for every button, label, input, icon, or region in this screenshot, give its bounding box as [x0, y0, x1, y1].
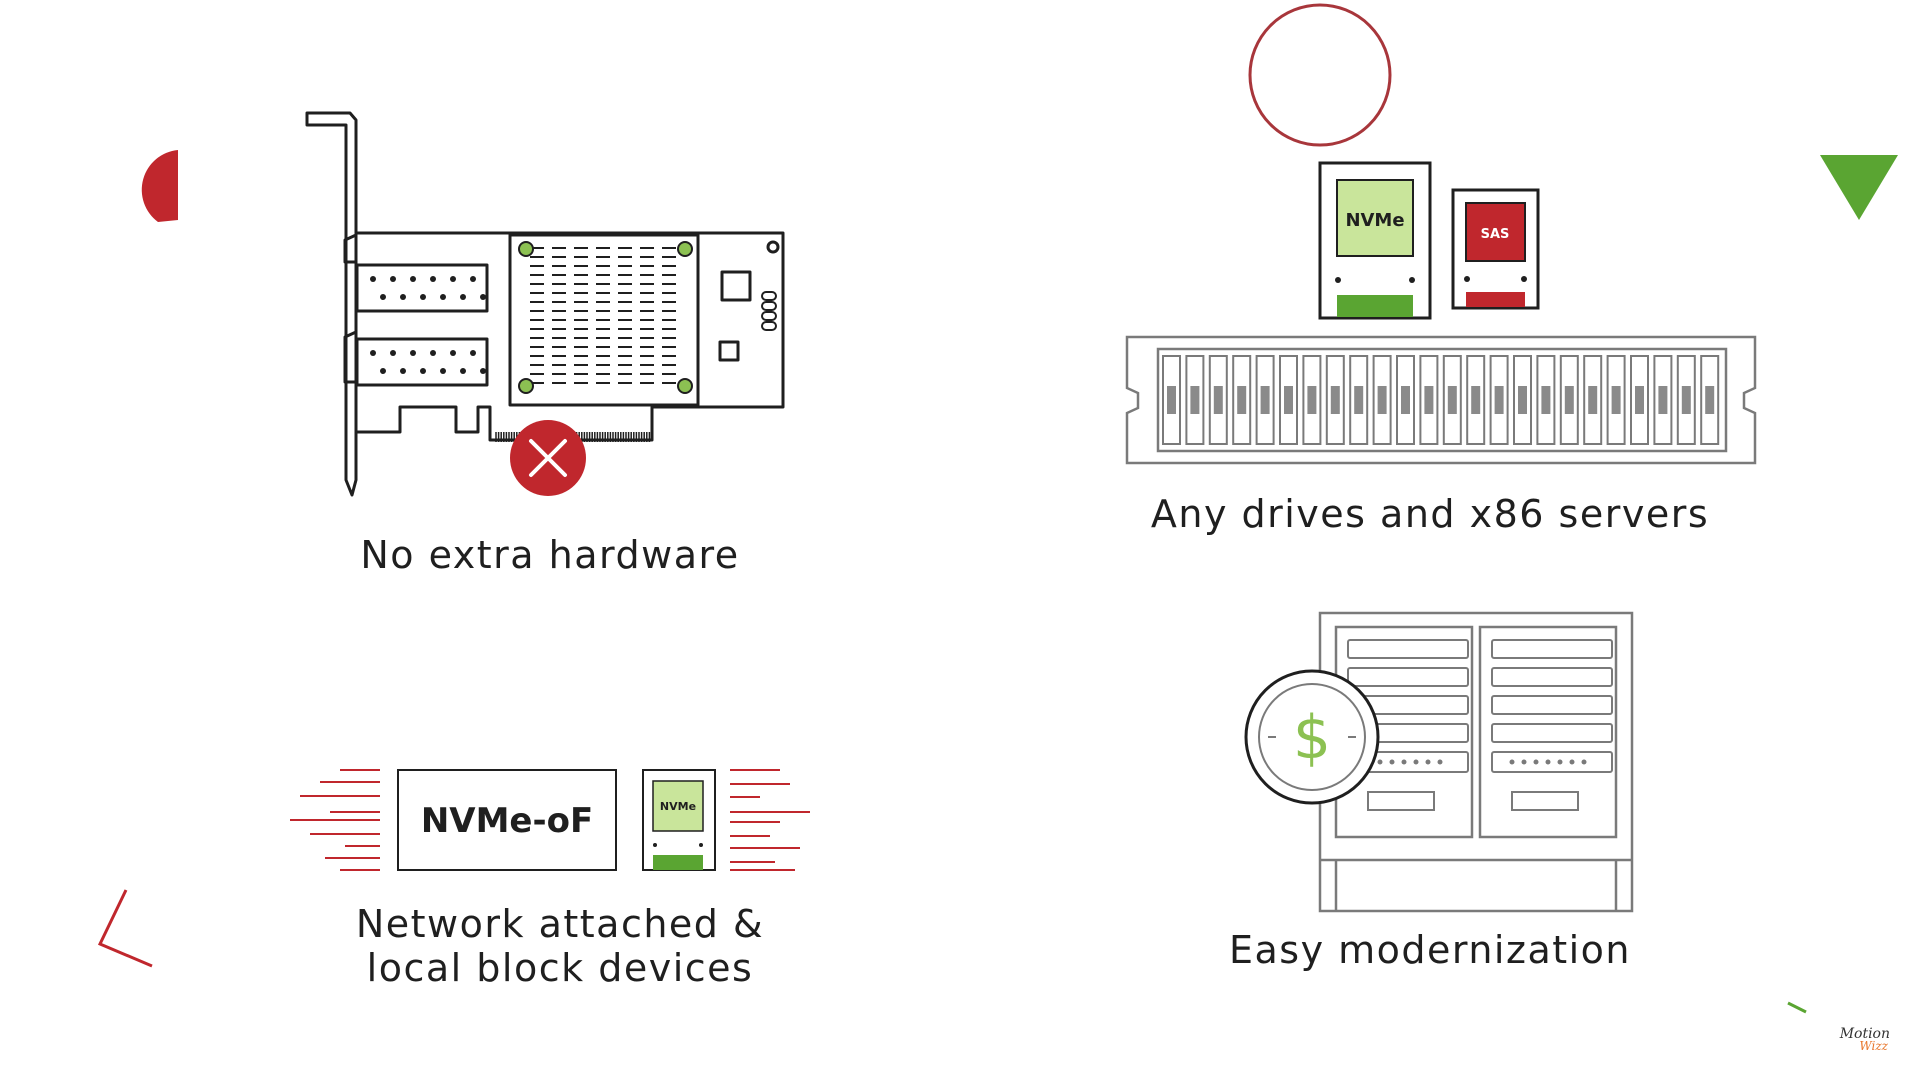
- nvme-drive-label: NVMe: [1345, 210, 1404, 231]
- chip-corner-dots: [518, 241, 693, 394]
- card-bracket: [305, 111, 358, 497]
- nvme-of-label: NVMe-oF: [421, 801, 593, 841]
- port-pins: [370, 276, 486, 374]
- caption-network-attached: Network attached & local block devices: [355, 902, 765, 990]
- red-half-circle-decoration: [141, 150, 178, 222]
- speed-lines-left: [290, 769, 380, 871]
- watermark-logo: Motion Wizz: [1839, 1026, 1890, 1053]
- caption-no-extra-hardware: No extra hardware: [360, 533, 740, 577]
- x-icon: [510, 420, 586, 496]
- sfp-port-top: [355, 263, 489, 313]
- svg-text:Motion: Motion: [1839, 1026, 1890, 1042]
- small-square-component: [720, 270, 752, 302]
- chip-heatsink-lines: [530, 247, 676, 384]
- sas-drive-label: SAS: [1481, 227, 1510, 242]
- red-circle-outline-decoration: [1248, 3, 1392, 147]
- nvme-small-drive-label: NVMe: [660, 800, 696, 813]
- small-square-component-2: [718, 340, 740, 362]
- server-chassis: [1125, 335, 1757, 465]
- green-dash-decoration: [1787, 1001, 1807, 1014]
- nvme-of-box: NVMe-oF: [397, 769, 617, 871]
- drive-bays: [1162, 355, 1720, 445]
- caption-easy-modernization: Easy modernization: [1228, 928, 1632, 972]
- led-indicator: [766, 240, 780, 254]
- green-triangle-decoration: [1820, 155, 1898, 220]
- sas-drive: SAS: [1451, 188, 1540, 310]
- led-stack: [761, 291, 777, 331]
- sfp-port-bottom: [355, 337, 489, 387]
- dollar-icon: $: [1293, 703, 1331, 773]
- svg-text:Wizz: Wizz: [1859, 1039, 1888, 1053]
- nvme-small-drive: NVMe: [642, 769, 716, 871]
- caption-any-drives: Any drives and x86 servers: [1150, 492, 1710, 536]
- nvme-drive: NVMe: [1318, 161, 1432, 320]
- red-angle-decoration: [97, 889, 153, 968]
- cost-coin: $: [1244, 669, 1380, 805]
- array-slots: [1347, 639, 1613, 811]
- speed-lines-right: [730, 769, 810, 871]
